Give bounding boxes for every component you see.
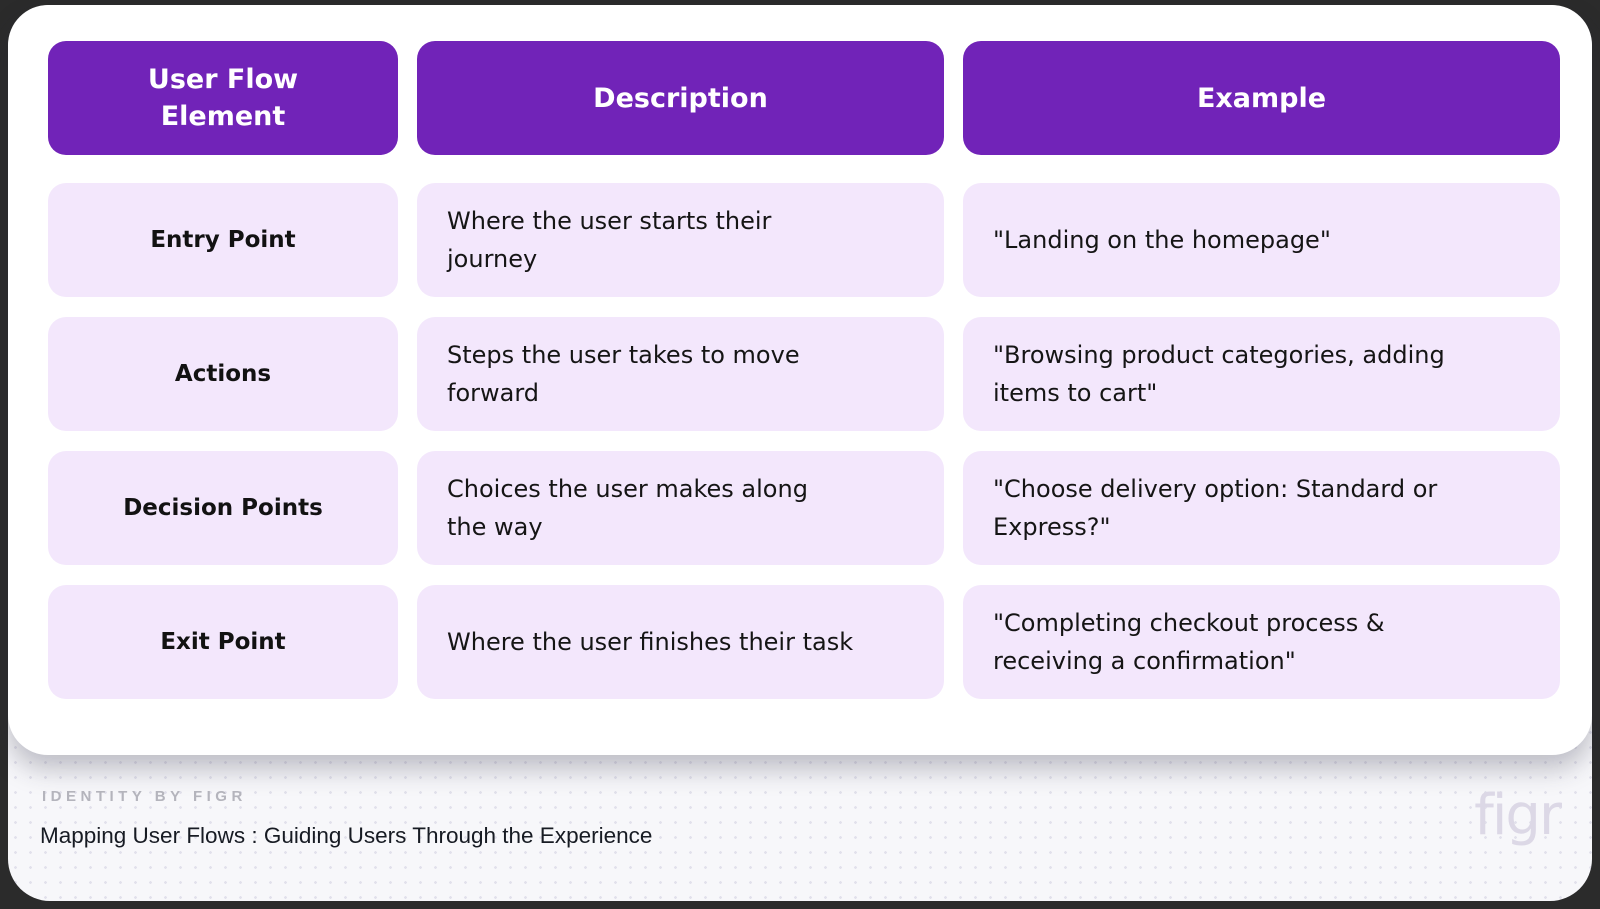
row-decision-points-description: Choices the user makes along the way — [417, 451, 944, 565]
row-actions-example: "Browsing product categories, adding ite… — [963, 317, 1560, 431]
header-cell-example: Example — [963, 41, 1560, 155]
table-header-row: User Flow Element Description Example — [48, 41, 1561, 155]
footer-eyebrow: IDENTITY BY FIGR — [42, 788, 247, 805]
row-exit-point-description: Where the user finishes their task — [417, 585, 944, 699]
row-exit-point-element: Exit Point — [48, 585, 398, 699]
row-entry-point-example: "Landing on the homepage" — [963, 183, 1560, 297]
header-cell-description: Description — [417, 41, 944, 155]
row-actions-element: Actions — [48, 317, 398, 431]
figr-logo: figr — [1474, 783, 1562, 848]
row-actions-description: Steps the user takes to move forward — [417, 317, 944, 431]
row-entry-point-description: Where the user starts their journey — [417, 183, 944, 297]
row-decision-points-element: Decision Points — [48, 451, 398, 565]
row-entry-point-element: Entry Point — [48, 183, 398, 297]
row-exit-point-example: "Completing checkout process & receiving… — [963, 585, 1560, 699]
footer-title: Mapping User Flows : Guiding Users Throu… — [40, 823, 653, 848]
row-decision-points-example: "Choose delivery option: Standard or Exp… — [963, 451, 1560, 565]
table-body: Entry Point Where the user starts their … — [48, 183, 1561, 699]
table-card: User Flow Element Description Example En… — [8, 5, 1592, 755]
infographic-panel: User Flow Element Description Example En… — [8, 5, 1592, 901]
header-cell-user-flow-element: User Flow Element — [48, 41, 398, 155]
user-flow-table: User Flow Element Description Example En… — [48, 41, 1561, 699]
